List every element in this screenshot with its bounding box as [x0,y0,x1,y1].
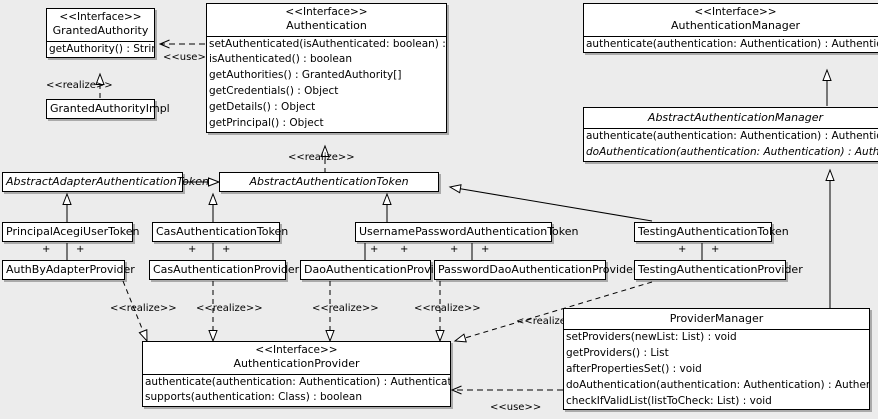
edge-label-use-authentication-grantedauthority: <<use>> [163,52,215,63]
class-header: AbstractAuthenticationManager [584,108,878,128]
class-members: getAuthority() : String [47,40,154,58]
class-dao-authentication-provider[interactable]: DaoAuthenticationProvider [300,260,452,280]
class-member: supports(authentication: Class) : boolea… [145,391,362,404]
class-name: CasAuthenticationProvider [153,263,300,276]
class-name: CasAuthenticationToken [156,225,289,238]
class-name: DaoAuthenticationProvider [304,263,452,276]
class-name: AuthByAdapterProvider [6,263,135,276]
class-member: getProviders() : List [566,346,669,359]
edge-label-realize-daoauthenticationprovider: <<realize>> [312,303,379,314]
edge-generalization-testingauthenticationtoken [448,184,653,222]
class-name: ProviderManager [669,312,764,325]
multiplicity-marker: + [678,244,687,255]
class-member: isAuthenticated() : boolean [209,53,352,66]
class-cas-authentication-provider[interactable]: CasAuthenticationProvider [149,260,300,280]
class-member: checkIfValidList(listToCheck: List) : vo… [566,394,772,407]
multiplicity-marker: + [222,244,231,255]
class-granted-authority-impl[interactable]: GrantedAuthorityImpl [46,99,170,119]
class-authentication[interactable]: <<Interface>> Authentication setAuthenti… [206,3,447,133]
class-header: <<Interface>> GrantedAuthority [47,9,154,41]
edge-label-realize-grantedauthorityimpl: <<realize>> [46,80,113,91]
class-members: setAuthenticated(isAuthenticated: boolea… [207,35,446,132]
class-member: authenticate(authentication: Authenticat… [586,37,878,50]
class-member: setAuthenticated(isAuthenticated: boolea… [209,37,446,50]
class-member: getDetails() : Object [209,100,316,113]
class-cas-authentication-token[interactable]: CasAuthenticationToken [152,222,289,242]
class-name: Authentication [286,19,367,33]
multiplicity-marker: + [711,244,720,255]
class-abstract-authentication-manager[interactable]: AbstractAuthenticationManager authentica… [583,107,878,162]
class-stereotype: <<Interface>> [59,11,142,23]
class-name: UsernamePasswordAuthenticationToken [359,225,579,238]
class-name: GrantedAuthorityImpl [50,102,170,115]
class-members: authenticate(authentication: Authenticat… [143,373,450,407]
edge-label-realize-passworddaoauthenticationprovider: <<realize>> [414,303,481,314]
class-auth-by-adapter-provider[interactable]: AuthByAdapterProvider [2,260,135,280]
class-provider-manager[interactable]: ProviderManager setProviders(newList: Li… [563,308,870,411]
class-name: TestingAuthenticationProvider [638,263,803,276]
class-name: AuthenticationProvider [233,357,360,371]
multiplicity-marker: + [481,244,490,255]
multiplicity-marker: + [42,244,51,255]
class-password-dao-authentication-provider[interactable]: PasswordDaoAuthenticationProvider [434,260,638,280]
class-member: doAuthentication(authentication: Authent… [566,378,869,391]
class-abstract-adapter-authentication-token[interactable]: AbstractAdapterAuthenticationToken [2,172,209,192]
class-name: AbstractAdapterAuthenticationToken [6,175,209,188]
class-name: GrantedAuthority [52,24,149,38]
class-header: ProviderManager [564,309,869,329]
class-member: getAuthority() : String [49,42,154,55]
class-name: PasswordDaoAuthenticationProvider [438,263,638,276]
class-stereotype: <<Interface>> [255,344,338,356]
class-members: authenticate(authentication: Authenticat… [584,35,878,53]
class-authentication-manager[interactable]: <<Interface>> AuthenticationManager auth… [583,3,878,54]
class-members: setProviders(newList: List) : void getPr… [564,329,869,409]
class-stereotype: <<Interface>> [285,6,368,18]
class-authentication-provider[interactable]: <<Interface>> AuthenticationProvider aut… [142,341,451,408]
class-member: setProviders(newList: List) : void [566,331,737,344]
multiplicity-marker: + [450,244,459,255]
edge-label-use-providermanager-authenticationprovider: <<use>> [490,402,542,413]
class-testing-authentication-token[interactable]: TestingAuthenticationToken [634,222,789,242]
class-name: AbstractAuthenticationToken [249,175,409,188]
class-member: authenticate(authentication: Authenticat… [145,375,450,388]
class-abstract-authentication-token[interactable]: AbstractAuthenticationToken [219,172,439,192]
class-member: authenticate(authentication: Authenticat… [586,130,878,143]
class-name: AuthenticationManager [671,19,800,33]
class-name: TestingAuthenticationToken [638,225,789,238]
multiplicity-marker: + [400,244,409,255]
class-member: getPrincipal() : Object [209,116,324,129]
class-members: authenticate(authentication: Authenticat… [584,128,878,161]
multiplicity-marker: + [370,244,379,255]
class-member: doAuthentication(authentication: Authent… [586,145,878,158]
class-stereotype: <<Interface>> [694,6,777,18]
class-header: <<Interface>> Authentication [207,4,446,36]
class-member: getAuthorities() : GrantedAuthority[] [209,69,402,82]
edge-label-realize-authbyadapterprovider: <<realize>> [110,303,177,314]
edge-label-realize-casauthenticationprovider: <<realize>> [196,303,263,314]
class-member: getCredentials() : Object [209,85,339,98]
class-principal-acegi-user-token[interactable]: PrincipalAcegiUserToken [2,222,140,242]
class-member: afterPropertiesSet() : void [566,362,702,375]
class-testing-authentication-provider[interactable]: TestingAuthenticationProvider [634,260,803,280]
class-name: PrincipalAcegiUserToken [6,225,140,238]
class-granted-authority[interactable]: <<Interface>> GrantedAuthority getAuthor… [46,8,155,59]
class-header: <<Interface>> AuthenticationProvider [143,342,450,374]
multiplicity-marker: + [76,244,85,255]
class-header: <<Interface>> AuthenticationManager [584,4,878,36]
class-name: AbstractAuthenticationManager [647,111,824,124]
edge-generalization-usernamepasswordauthenticationtoken [382,192,392,222]
edge-label-realize-abstractauthenticationtoken: <<realize>> [288,152,355,163]
multiplicity-marker: + [188,244,197,255]
class-username-password-authentication-token[interactable]: UsernamePasswordAuthenticationToken [355,222,579,242]
